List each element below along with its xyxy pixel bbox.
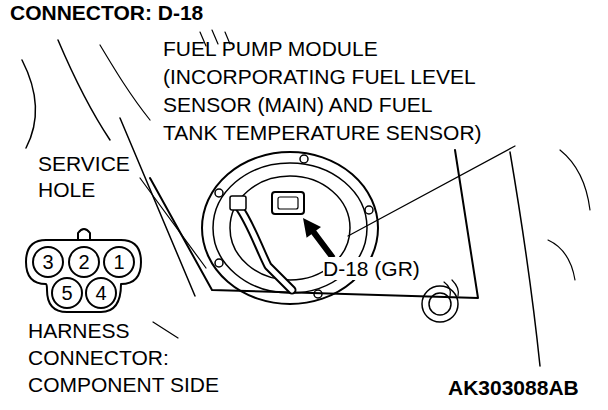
- view-note: HARNESS CONNECTOR: COMPONENT SIDE: [28, 319, 219, 396]
- module-connector: [272, 192, 304, 214]
- label-block: SERVICE HOLE: [38, 152, 150, 204]
- pin-number: 4: [95, 283, 106, 303]
- wire-line: [58, 40, 110, 140]
- figure-code: AK303088AB: [448, 376, 579, 399]
- bolt: [300, 155, 308, 163]
- hose-fitting: [230, 196, 246, 210]
- connector-housing: [26, 240, 141, 312]
- pin-number: 5: [61, 283, 72, 303]
- pump-flange: [202, 152, 378, 304]
- label-block: AK303088AB: [448, 376, 579, 402]
- pin-number: 2: [78, 252, 89, 272]
- label-block: D-18 (GR): [323, 256, 420, 283]
- connector-title: CONNECTOR: D-18: [10, 1, 203, 24]
- wire-line: [22, 60, 35, 148]
- service-hole-callout: SERVICE HOLE: [38, 152, 130, 201]
- fuel-hose: [238, 206, 292, 290]
- pin-circle: 3: [32, 246, 64, 278]
- fuel-hose-core: [238, 206, 292, 290]
- pin-number: 3: [42, 252, 53, 272]
- pointer-arrow: [303, 218, 335, 260]
- label-block: HARNESS CONNECTOR: COMPONENT SIDE: [28, 318, 233, 399]
- label-block: FUEL PUMP MODULE (INCORPORATING FUEL LEV…: [163, 36, 490, 148]
- module-callout: FUEL PUMP MODULE (INCORPORATING FUEL LEV…: [163, 37, 482, 144]
- hose-mark: [444, 280, 458, 296]
- tank-edge-line: [510, 152, 540, 366]
- leader-line: [348, 146, 515, 236]
- wire-line: [100, 45, 150, 120]
- connector-latch: [78, 229, 90, 240]
- pin-number: 1: [113, 252, 124, 272]
- drain-plug: [422, 286, 458, 322]
- pin-circle: 2: [68, 246, 100, 278]
- tank-contour: [548, 150, 590, 280]
- title-block: CONNECTOR: D-18: [10, 1, 203, 25]
- connector-callout: D-18 (GR): [323, 257, 420, 280]
- connector-socket: [278, 197, 298, 209]
- pin-circle: 4: [85, 277, 117, 309]
- service-hole-panel: [150, 150, 478, 298]
- bolt: [314, 290, 322, 298]
- pin-circle: 5: [51, 277, 83, 309]
- pin-circle: 1: [103, 246, 135, 278]
- leader-line: [140, 178, 206, 268]
- bolt: [215, 259, 223, 267]
- leader-line: [153, 322, 178, 338]
- bolt: [215, 189, 223, 197]
- bolt: [365, 206, 373, 214]
- drain-plug-center: [429, 293, 451, 315]
